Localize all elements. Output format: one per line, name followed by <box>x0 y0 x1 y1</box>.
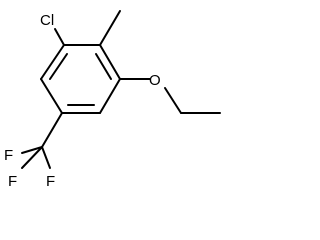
bond-oxygen-ethyl <box>164 87 182 114</box>
ring-double-bond-inner-c6-c1 <box>49 53 68 80</box>
fluorine-atom-label-1: F <box>4 147 13 164</box>
fluorine-atom-label-2: F <box>46 173 55 190</box>
fluorine-atom-label-3: F <box>8 173 17 190</box>
chemical-structure-diagram: Cl O F F F <box>4 10 221 190</box>
benzene-ring <box>40 44 121 114</box>
ring-bond-c3-c4 <box>99 78 121 114</box>
ring-bond-c5-c6 <box>40 78 63 114</box>
oxygen-atom-label: O <box>149 72 161 89</box>
bond-cf3-fluorine-1 <box>21 146 43 154</box>
bond-ring-cf3 <box>41 112 63 148</box>
ring-bond-c2-c3 <box>99 44 121 80</box>
chlorine-atom-label: Cl <box>40 12 54 29</box>
bond-ring-chlorine <box>54 28 65 46</box>
bond-cf3-fluorine-2 <box>41 146 51 169</box>
ring-bond-c6-c1 <box>40 44 65 80</box>
ring-double-bond-inner-c2-c3 <box>95 53 112 80</box>
bond-cf3-fluorine-3 <box>21 146 43 169</box>
bond-ring-methyl <box>99 10 121 46</box>
